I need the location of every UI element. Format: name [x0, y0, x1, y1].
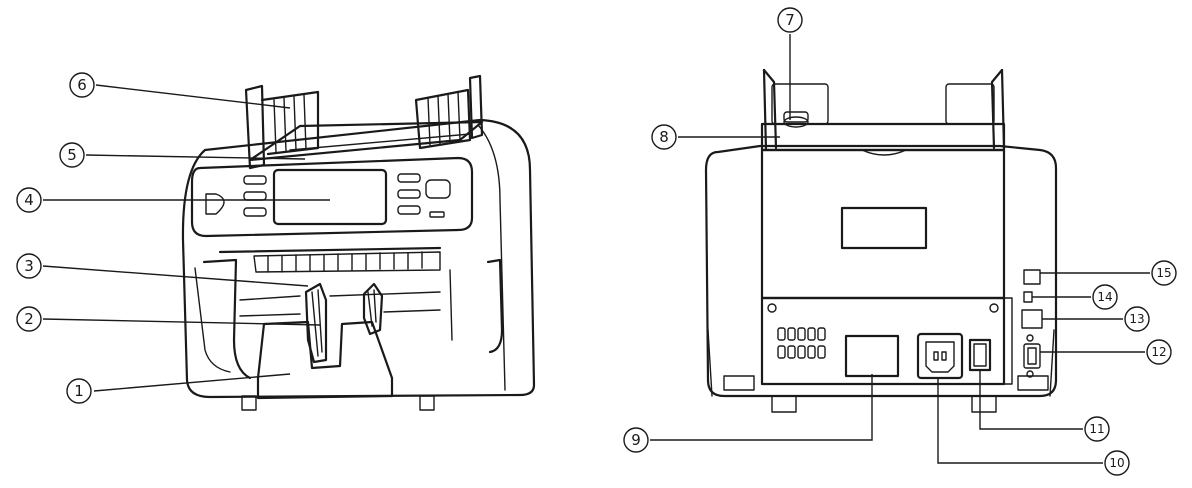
callout-13: 13: [1124, 306, 1150, 332]
callout-5-label: 5: [67, 146, 77, 164]
front-view: [181, 74, 536, 411]
callout-10: 10: [1104, 450, 1130, 476]
callout-13-label: 13: [1129, 312, 1144, 326]
hopper-guide-right: [414, 74, 484, 150]
port-13: [1021, 309, 1043, 329]
callout-3-label: 3: [24, 257, 34, 275]
power-socket: [916, 332, 964, 380]
port-14: [1023, 291, 1033, 303]
front-foot-right: [419, 395, 435, 411]
rear-panel: [760, 148, 1006, 300]
callout-1: 1: [66, 378, 92, 404]
callout-14-label: 14: [1097, 290, 1112, 304]
callout-8: 8: [651, 124, 677, 150]
lcd-display: [272, 168, 388, 226]
callout-2: 2: [16, 306, 42, 332]
callout-2-label: 2: [24, 310, 34, 328]
callout-1-label: 1: [74, 382, 84, 400]
callout-4-label: 4: [24, 191, 34, 209]
front-body: [181, 118, 536, 399]
callout-15-label: 15: [1156, 266, 1171, 280]
label-plate: [844, 334, 900, 378]
callout-14: 14: [1092, 284, 1118, 310]
callout-12: 12: [1146, 339, 1172, 365]
lower-panel: [760, 296, 1006, 386]
callout-3: 3: [16, 253, 42, 279]
callout-7-label: 7: [785, 11, 795, 29]
back-body: [704, 144, 1058, 398]
back-foot-right: [971, 395, 997, 413]
callout-7: 7: [777, 7, 803, 33]
rear-window: [840, 206, 928, 250]
callout-9: 9: [623, 427, 649, 453]
power-switch: [968, 338, 992, 372]
stacker-wheel-right: [362, 282, 384, 336]
callout-11: 11: [1084, 416, 1110, 442]
back-foot-left: [771, 395, 797, 413]
back-view: [704, 68, 1058, 413]
control-panel: [190, 156, 474, 238]
callout-6: 6: [69, 72, 95, 98]
callout-4: 4: [16, 187, 42, 213]
leader-lines: [42, 34, 1150, 464]
front-foot-left: [241, 395, 257, 411]
stacker-wheel-left: [304, 282, 328, 364]
callout-15: 15: [1151, 260, 1177, 286]
callout-8-label: 8: [659, 128, 669, 146]
callout-9-label: 9: [631, 431, 641, 449]
stacker-tray: [256, 320, 394, 400]
callout-12-label: 12: [1151, 345, 1166, 359]
port-12: [1023, 334, 1041, 378]
vent-grille: [777, 327, 826, 359]
port-15: [1023, 269, 1041, 285]
callout-11-label: 11: [1089, 422, 1104, 436]
callout-5: 5: [59, 142, 85, 168]
thumb-wheel: [783, 111, 809, 128]
callout-6-label: 6: [77, 76, 87, 94]
callout-10-label: 10: [1109, 456, 1124, 470]
transport-rollers: [253, 251, 441, 273]
